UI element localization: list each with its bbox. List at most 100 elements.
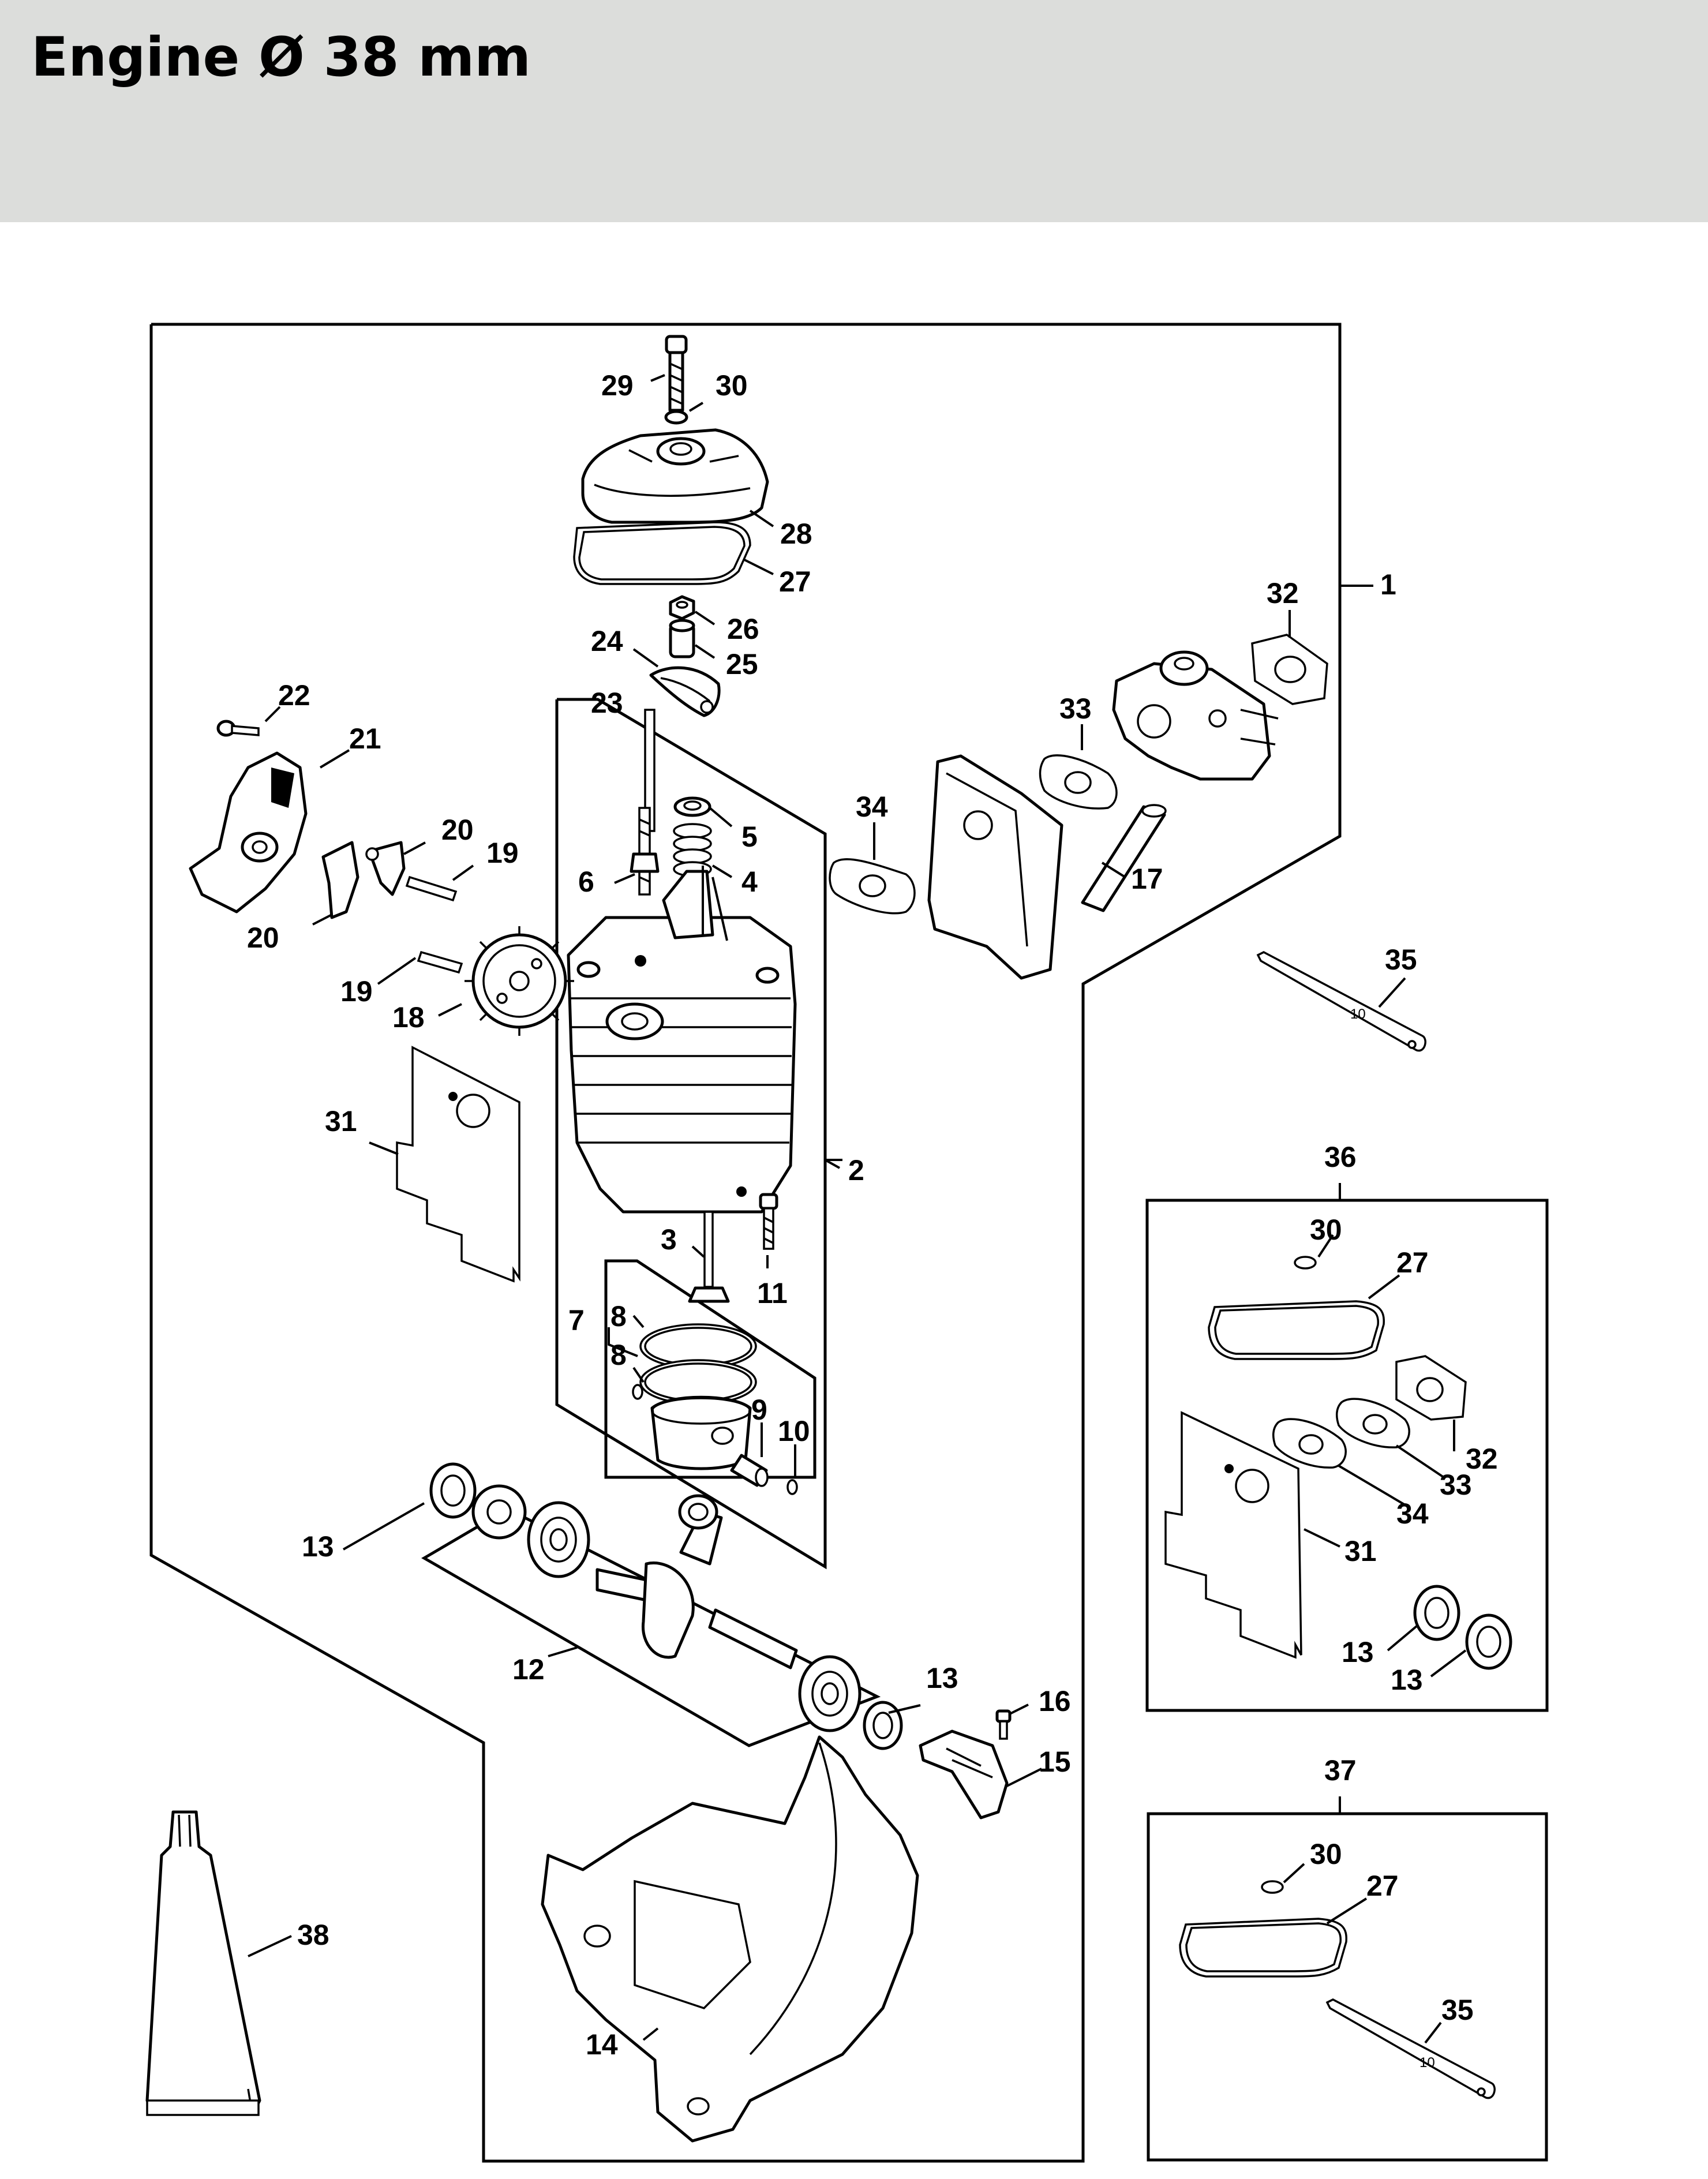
callout-20a: 20 — [441, 814, 474, 846]
part-cover-21 — [189, 751, 308, 913]
part-cylinder-2 — [567, 870, 797, 1214]
callout-16: 16 — [1039, 1685, 1071, 1717]
frame-piston-group — [604, 1259, 816, 1479]
part-gasket-plate-31 — [396, 1046, 520, 1283]
part-valve-cover-28 — [581, 428, 769, 524]
kit37-callout-30: 30 — [1310, 1838, 1342, 1870]
part-tool-35: 10 — [1256, 951, 1426, 1052]
kit36-gasket-34 — [1272, 1418, 1347, 1469]
kit36-header: 36 — [1324, 1141, 1357, 1173]
page-header: Engine Ø 38 mm — [0, 0, 1708, 222]
callout-12: 12 — [512, 1653, 545, 1686]
part-intake-flange — [927, 754, 1063, 980]
kit36-callout-34: 34 — [1396, 1497, 1429, 1530]
part-hose-17 — [1081, 804, 1167, 912]
callout-2: 2 — [848, 1154, 864, 1186]
part-piston-rings-8 — [639, 1323, 757, 1405]
callout-24: 24 — [591, 625, 623, 657]
part-washer-30 — [664, 410, 688, 425]
frame-kit-36 — [1145, 1199, 1549, 1712]
frame-kit-37 — [1147, 1812, 1548, 2162]
kit36-callout-31: 31 — [1344, 1535, 1377, 1567]
callout-10: 10 — [778, 1415, 810, 1447]
part-valve-3 — [688, 1211, 730, 1303]
callout-29: 29 — [601, 369, 634, 402]
callout-1: 1 — [1380, 568, 1396, 601]
part-nut-26 — [669, 595, 695, 620]
part-rocker-arm-24 — [649, 666, 721, 717]
part-camshaft-gear-18 — [465, 926, 574, 1036]
callout-23: 23 — [591, 687, 623, 719]
callout-25: 25 — [726, 648, 758, 680]
callout-14: 14 — [586, 2028, 618, 2061]
callout-9: 9 — [751, 1394, 767, 1426]
part-bracket-20a — [321, 841, 359, 919]
part-gasket-27 — [573, 521, 751, 585]
part-module-15 — [919, 1729, 1009, 1819]
callout-30: 30 — [716, 369, 748, 402]
callout-31: 31 — [325, 1105, 357, 1137]
part-grease-tube-38 — [145, 1810, 261, 2116]
part-crankshaft-12 — [595, 1494, 798, 1669]
callout-3: 3 — [661, 1223, 677, 1256]
page-title: Engine Ø 38 mm — [31, 26, 531, 89]
part-oil-seal-13b — [863, 1701, 903, 1750]
part-stud-6 — [630, 807, 660, 896]
part-screw-22 — [216, 720, 260, 737]
part-sleeve-25 — [669, 619, 695, 658]
part-bracket-20b — [365, 841, 406, 896]
kit37-washer — [1261, 1880, 1284, 1894]
part-circlip-10 — [786, 1479, 798, 1495]
part-carburetor — [1112, 650, 1279, 781]
callout-17: 17 — [1131, 863, 1163, 895]
kit36-callout-13b: 13 — [1391, 1664, 1423, 1696]
callout-28: 28 — [780, 518, 812, 550]
callout-19a: 19 — [486, 837, 519, 869]
callout-32: 32 — [1267, 577, 1299, 609]
kit36-washer — [1294, 1256, 1317, 1270]
kit36-callout-13a: 13 — [1342, 1636, 1374, 1668]
part-bearing-upper — [527, 1501, 590, 1578]
part-screw-16 — [995, 1709, 1012, 1740]
part-gasket-32 — [1251, 634, 1328, 705]
kit37-callout-27: 27 — [1366, 1870, 1399, 1902]
part-pin-19b — [417, 950, 463, 974]
callout-27: 27 — [779, 566, 811, 598]
callout-7: 7 — [568, 1304, 585, 1336]
kit36-callout-33: 33 — [1440, 1469, 1472, 1501]
kit36-callout-27: 27 — [1396, 1246, 1429, 1279]
kit36-gasket — [1208, 1300, 1385, 1360]
callout-21: 21 — [349, 722, 381, 755]
frame-cylinder-group — [555, 698, 827, 1570]
kit36-gasket-33 — [1335, 1398, 1410, 1448]
callout-18: 18 — [392, 1001, 425, 1034]
callout-22: 22 — [278, 679, 310, 712]
part-pin-19a — [405, 875, 458, 902]
kit37-tool: 10 — [1325, 1998, 1496, 2099]
callout-8a: 8 — [610, 1300, 627, 1332]
part-piston-pin-9 — [730, 1454, 769, 1487]
kit37-gasket — [1179, 1918, 1347, 1978]
leader-lines — [248, 374, 1467, 2044]
callout-4: 4 — [741, 866, 758, 898]
callout-19b: 19 — [340, 975, 373, 1008]
kit37-tool-marking: 10 — [1419, 2055, 1435, 2071]
callout-34: 34 — [856, 791, 888, 823]
part-screw-11 — [759, 1193, 778, 1250]
kit36-callout-30: 30 — [1310, 1214, 1342, 1246]
tool-marking: 10 — [1350, 1006, 1366, 1022]
kit36-oil-seal-b — [1465, 1613, 1512, 1670]
part-crank-gear — [471, 1484, 527, 1540]
callout-13b: 13 — [926, 1662, 958, 1694]
callout-15: 15 — [1039, 1746, 1071, 1778]
part-crankcase-14 — [541, 1735, 919, 2143]
callout-35: 35 — [1385, 944, 1417, 976]
callout-38: 38 — [297, 1919, 329, 1951]
kit36-callout-32: 32 — [1466, 1443, 1498, 1475]
kit36-gasket-plate-31 — [1164, 1411, 1302, 1659]
callout-33: 33 — [1059, 692, 1092, 725]
part-piston-7 — [632, 1384, 752, 1470]
callout-5: 5 — [741, 821, 758, 853]
callout-labels: 29 30 28 27 26 25 24 23 5 4 6 1 2 3 11 7… — [247, 369, 1498, 2061]
